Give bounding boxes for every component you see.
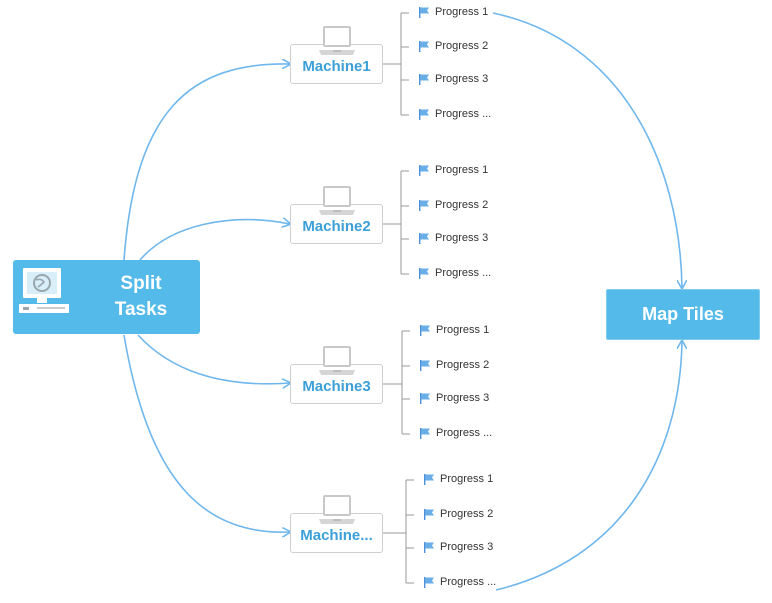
progress-item[interactable]: Progress 2 xyxy=(435,40,489,52)
connector-split-to-machine-3 xyxy=(137,334,290,384)
flag-icon xyxy=(419,268,429,279)
laptop-icon xyxy=(319,186,355,215)
flag-icon xyxy=(424,542,434,553)
flag-icon xyxy=(419,7,429,18)
progress-item[interactable]: Progress 3 xyxy=(440,541,494,553)
connector-split-to-machine-1 xyxy=(123,64,290,261)
flag-icon xyxy=(424,577,434,588)
flag-icon xyxy=(424,509,434,520)
progress-item[interactable]: Progress 1 xyxy=(435,164,489,176)
progress-item[interactable]: Progress 2 xyxy=(436,359,490,371)
flag-icon xyxy=(420,325,430,336)
progress-item[interactable]: Progress 1 xyxy=(436,324,490,336)
progress-item[interactable]: Progress ... xyxy=(435,108,492,120)
connector-progress-to-map-bottom xyxy=(495,341,682,591)
progress-item[interactable]: Progress 1 xyxy=(435,6,489,18)
computer-icon xyxy=(19,268,69,313)
connector-progress-to-map-top xyxy=(492,12,682,288)
progress-item[interactable]: Progress 3 xyxy=(436,392,490,404)
machine-label: Machine1 xyxy=(302,58,371,75)
map-tiles-node[interactable]: Map Tiles xyxy=(606,289,760,340)
progress-item[interactable]: Progress ... xyxy=(436,427,493,439)
flag-icon xyxy=(420,428,430,439)
progress-item[interactable]: Progress ... xyxy=(440,576,497,588)
progress-item[interactable]: Progress 3 xyxy=(435,232,489,244)
flag-icon xyxy=(420,393,430,404)
split-tasks-label: Split Tasks xyxy=(114,273,168,320)
laptop-icon xyxy=(319,495,355,524)
flag-icon xyxy=(419,74,429,85)
machine-label: Machine3 xyxy=(302,378,371,395)
flag-icon xyxy=(419,41,429,52)
flag-icon xyxy=(424,474,434,485)
flag-icon xyxy=(419,200,429,211)
laptop-icon xyxy=(319,26,355,55)
progress-item[interactable]: Progress 2 xyxy=(435,199,489,211)
flag-icon xyxy=(419,233,429,244)
split-tasks-node[interactable]: Split Tasks xyxy=(13,260,200,334)
progress-item[interactable]: Progress 1 xyxy=(440,473,494,485)
progress-item[interactable]: Progress 3 xyxy=(435,73,489,85)
connector-split-to-machine-4 xyxy=(123,334,290,532)
progress-item[interactable]: Progress 2 xyxy=(440,508,494,520)
machine-node-1[interactable]: Machine1 xyxy=(290,44,383,84)
flag-icon xyxy=(420,360,430,371)
flag-icon xyxy=(419,109,429,120)
progress-item[interactable]: Progress ... xyxy=(435,267,492,279)
machine-label: Machine... xyxy=(300,527,373,544)
laptop-icon xyxy=(319,346,355,375)
connector-split-to-machine-2 xyxy=(139,220,290,261)
flag-icon xyxy=(419,165,429,176)
machine-label: Machine2 xyxy=(302,218,371,235)
